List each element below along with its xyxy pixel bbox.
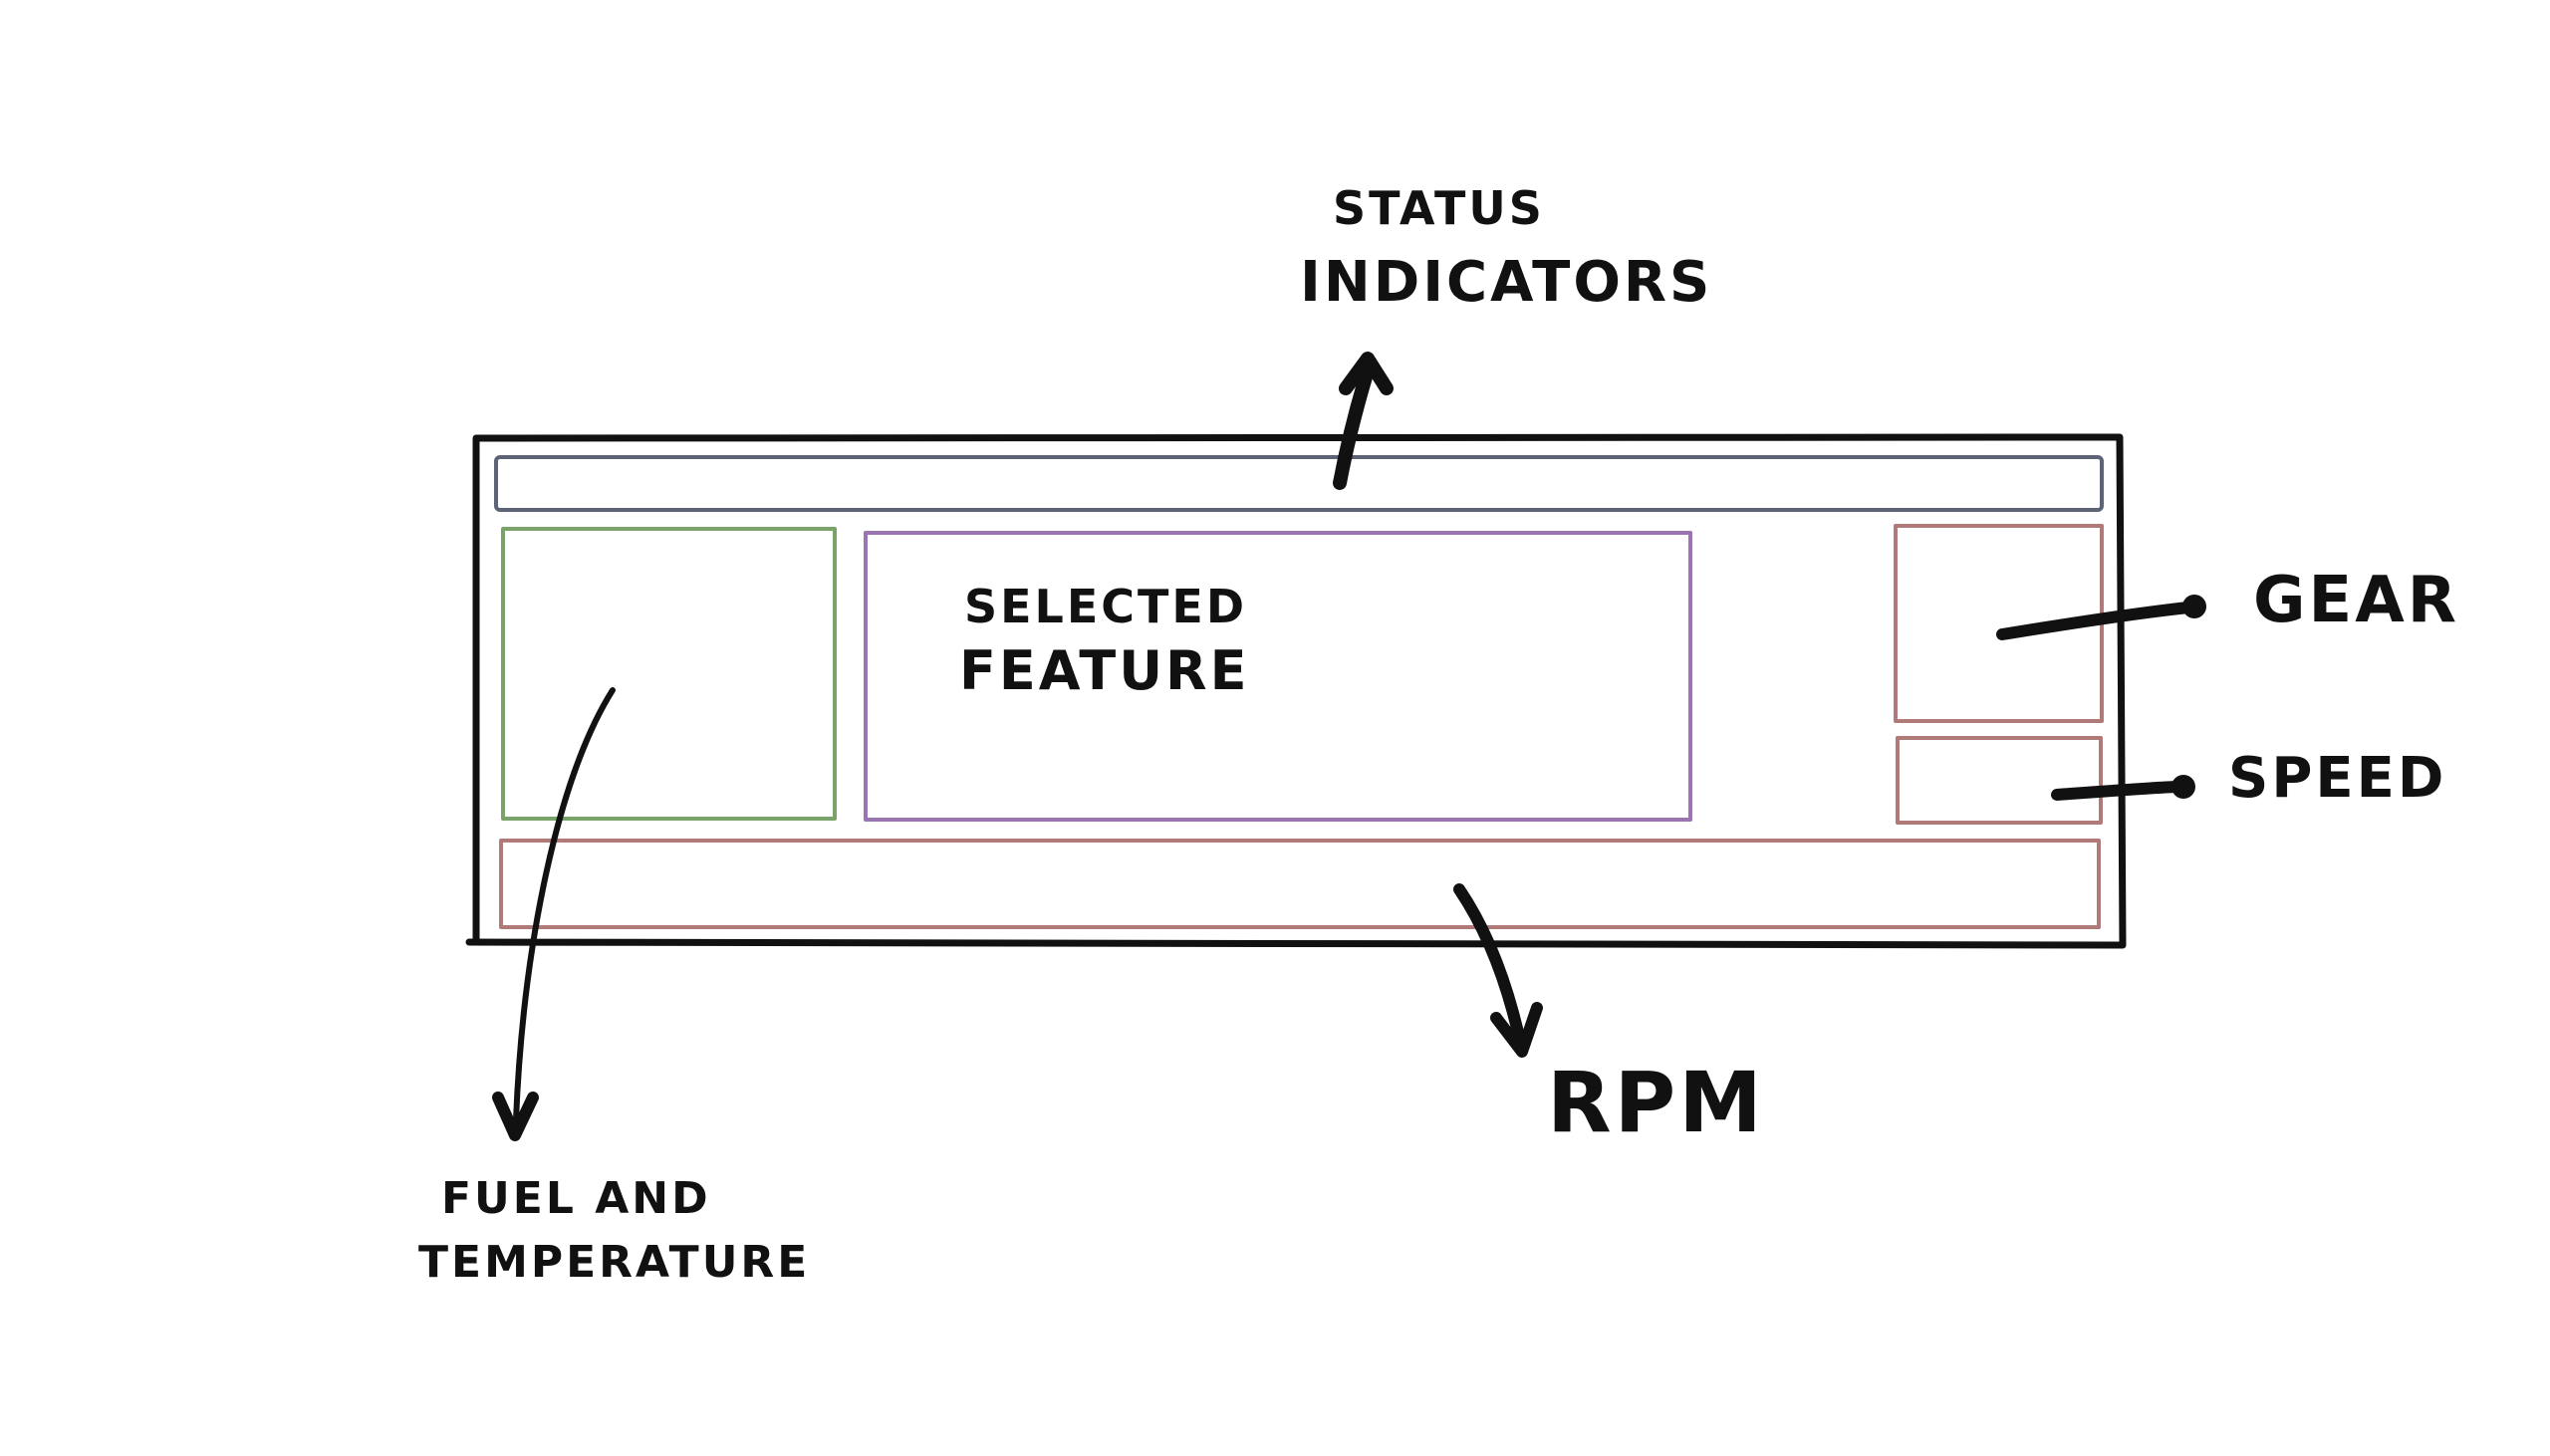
fuel-temperature-label-line1: FUEL AND (441, 1173, 711, 1224)
fuel-temperature-label-line2: TEMPERATURE (418, 1237, 810, 1288)
rpm-label: RPM (1547, 1054, 1765, 1151)
rpm-bar (499, 839, 2101, 929)
speed-panel (1896, 736, 2103, 825)
speed-arrow-icon (2051, 775, 2195, 801)
selected-feature-label-line2: FEATURE (959, 639, 1250, 702)
fuel-temperature-panel (501, 527, 837, 821)
status-arrow-icon (1333, 352, 1394, 490)
gear-arrow-icon (1996, 595, 2206, 640)
rpm-arrow-icon (1453, 883, 1543, 1058)
status-label-line2: INDICATORS (1300, 250, 1712, 315)
selected-feature-label-line1: SELECTED (964, 580, 1247, 633)
gear-label: GEAR (2253, 564, 2459, 637)
fuel-temperature-arrow-icon (492, 687, 616, 1141)
outer-display-frame (465, 433, 2127, 949)
selected-feature-panel (864, 531, 1692, 822)
status-label-line1: STATUS (1333, 181, 1545, 235)
speed-label: SPEED (2228, 746, 2446, 811)
status-indicators-bar (494, 455, 2104, 512)
